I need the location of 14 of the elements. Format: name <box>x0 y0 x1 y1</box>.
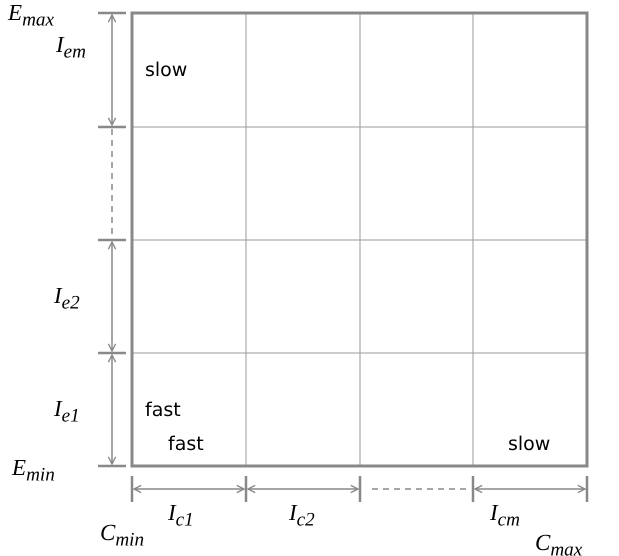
interval-label: I$_{e1}$ <box>54 397 80 426</box>
axis-label: E$_{min}$ <box>12 456 55 485</box>
axis-label: E$_{max}$ <box>8 1 54 30</box>
cell-note: fast <box>168 435 204 454</box>
interval-label: I$_{e2}$ <box>54 284 80 313</box>
axis-label: C$_{max}$ <box>535 531 582 556</box>
interval-label: I$_{em}$ <box>56 33 86 62</box>
cell-note: slow <box>145 61 188 80</box>
axis-label: C$_{min}$ <box>100 521 144 550</box>
interval-label: I$_{c1}$ <box>168 501 194 530</box>
interval-label: I$_{c2}$ <box>289 501 315 530</box>
cell-note: slow <box>508 435 550 454</box>
interval-label: I$_{cm}$ <box>490 501 520 530</box>
cell-note: fast <box>145 401 181 420</box>
